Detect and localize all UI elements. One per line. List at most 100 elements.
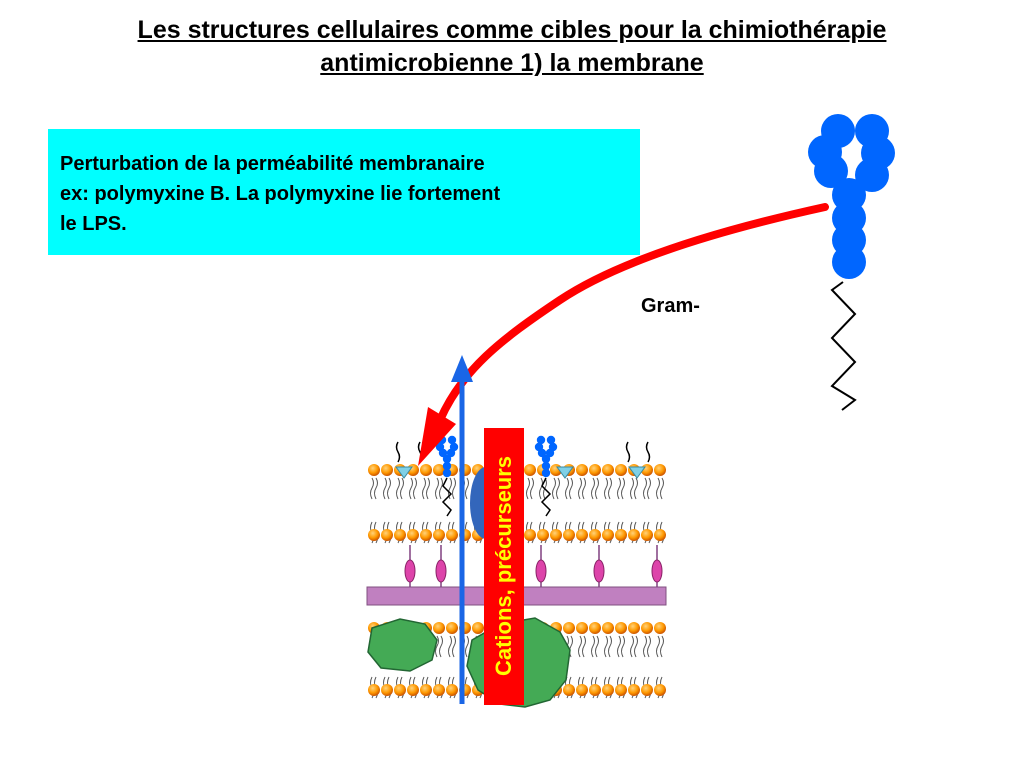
lipoprotein bbox=[535, 559, 547, 583]
lipid-a-anchor bbox=[628, 466, 646, 479]
info-line-1: Perturbation de la perméabilité membrana… bbox=[60, 153, 485, 175]
lipid-tail bbox=[591, 635, 599, 658]
title-line-1: Les structures cellulaires comme cibles … bbox=[137, 16, 887, 44]
lipid-tail bbox=[370, 477, 378, 500]
o-antigen-chain bbox=[395, 441, 401, 463]
blue-arrow bbox=[451, 355, 473, 704]
lps-molecule-large bbox=[808, 114, 895, 411]
lipid-head bbox=[602, 622, 614, 634]
lipid-a-anchor bbox=[556, 466, 574, 479]
title-line-2: antimicrobienne 1) la membrane bbox=[320, 49, 704, 77]
lipid-head bbox=[550, 529, 562, 541]
lipid-head bbox=[537, 529, 549, 541]
lipid-head bbox=[563, 622, 575, 634]
lipid-head bbox=[524, 464, 536, 476]
lipid-tail bbox=[617, 635, 625, 658]
lps-lipid-chain bbox=[830, 281, 857, 411]
lps-sugar bbox=[541, 454, 551, 464]
lipoprotein bbox=[593, 559, 605, 583]
lipid-tail bbox=[435, 635, 443, 658]
lipid-tail bbox=[435, 477, 443, 500]
lipid-tail bbox=[591, 477, 599, 500]
cations-label-box bbox=[484, 428, 524, 705]
lps-sugar bbox=[438, 448, 448, 458]
lipid-head bbox=[615, 529, 627, 541]
lipid-head bbox=[641, 529, 653, 541]
lipid-head bbox=[654, 464, 666, 476]
lipid-head bbox=[368, 529, 380, 541]
lipid-head bbox=[420, 464, 432, 476]
lipid-head bbox=[615, 464, 627, 476]
lps-sugar bbox=[442, 461, 452, 471]
lipid-head bbox=[576, 464, 588, 476]
lipid-tail bbox=[448, 635, 456, 658]
page-title: Les structures cellulaires comme cibles … bbox=[0, 14, 1024, 80]
lipid-head bbox=[615, 684, 627, 696]
lipid-head bbox=[433, 464, 445, 476]
lipid-head bbox=[420, 529, 432, 541]
lipid-head bbox=[602, 464, 614, 476]
lps-sugar bbox=[447, 435, 457, 445]
lipid-head bbox=[420, 684, 432, 696]
lps-sugar bbox=[537, 448, 547, 458]
lps-lipid-chain bbox=[540, 477, 552, 517]
lipid-head bbox=[602, 684, 614, 696]
lps-sugar bbox=[541, 468, 551, 478]
lps-sugar bbox=[832, 245, 866, 279]
lipid-head bbox=[394, 529, 406, 541]
lipid-head bbox=[576, 529, 588, 541]
membrane-protein-left bbox=[367, 618, 438, 672]
lps-molecules-small bbox=[435, 435, 558, 517]
info-line-3: le LPS. bbox=[60, 213, 127, 235]
lipid-head bbox=[628, 684, 640, 696]
lipid-tail bbox=[409, 477, 417, 500]
lps-sugar bbox=[546, 435, 556, 445]
red-arrow-head bbox=[418, 407, 456, 466]
lipid-head bbox=[446, 622, 458, 634]
lipid-head bbox=[654, 684, 666, 696]
lps-sugar bbox=[446, 448, 456, 458]
lipid-head bbox=[641, 622, 653, 634]
lipoprotein bbox=[651, 559, 663, 583]
lipid-head bbox=[589, 622, 601, 634]
lipid-head bbox=[394, 684, 406, 696]
lipid-head bbox=[446, 684, 458, 696]
lipid-tail bbox=[383, 477, 391, 500]
lps-sugar bbox=[814, 154, 848, 188]
lps-molecule-small bbox=[534, 435, 558, 517]
lipid-tail bbox=[526, 477, 534, 500]
lipid-head bbox=[641, 684, 653, 696]
lipid-head bbox=[654, 622, 666, 634]
lipoprotein bbox=[435, 559, 447, 583]
lipid-head bbox=[368, 684, 380, 696]
lipid-tail bbox=[643, 477, 651, 500]
lipid-head bbox=[446, 529, 458, 541]
lipid-tail bbox=[604, 635, 612, 658]
lipid-head bbox=[433, 529, 445, 541]
info-box: Perturbation de la perméabilité membrana… bbox=[48, 129, 640, 255]
lipid-head bbox=[472, 622, 484, 634]
lipoproteins bbox=[404, 545, 663, 587]
lipid-head bbox=[524, 529, 536, 541]
lipid-tail bbox=[630, 635, 638, 658]
cations-label: Cations, précurseurs bbox=[491, 455, 516, 677]
lipid-tail bbox=[578, 635, 586, 658]
lipid-tail bbox=[552, 477, 560, 500]
lipid-head bbox=[433, 684, 445, 696]
lipid-tail bbox=[656, 477, 664, 500]
lps-sugar bbox=[545, 448, 555, 458]
lipid-head bbox=[615, 622, 627, 634]
lipid-tail bbox=[604, 477, 612, 500]
blue-arrow-head bbox=[451, 355, 473, 382]
lipid-head bbox=[589, 464, 601, 476]
lipid-head bbox=[381, 529, 393, 541]
lipid-tail bbox=[656, 635, 664, 658]
lps-molecule-small bbox=[435, 435, 459, 517]
lps-sugar bbox=[536, 435, 546, 445]
lps-lipid-chain bbox=[441, 477, 453, 517]
lipid-tail bbox=[396, 477, 404, 500]
lipid-head bbox=[381, 684, 393, 696]
lipid-tail bbox=[578, 477, 586, 500]
lipid-head bbox=[576, 684, 588, 696]
lipid-head bbox=[563, 529, 575, 541]
